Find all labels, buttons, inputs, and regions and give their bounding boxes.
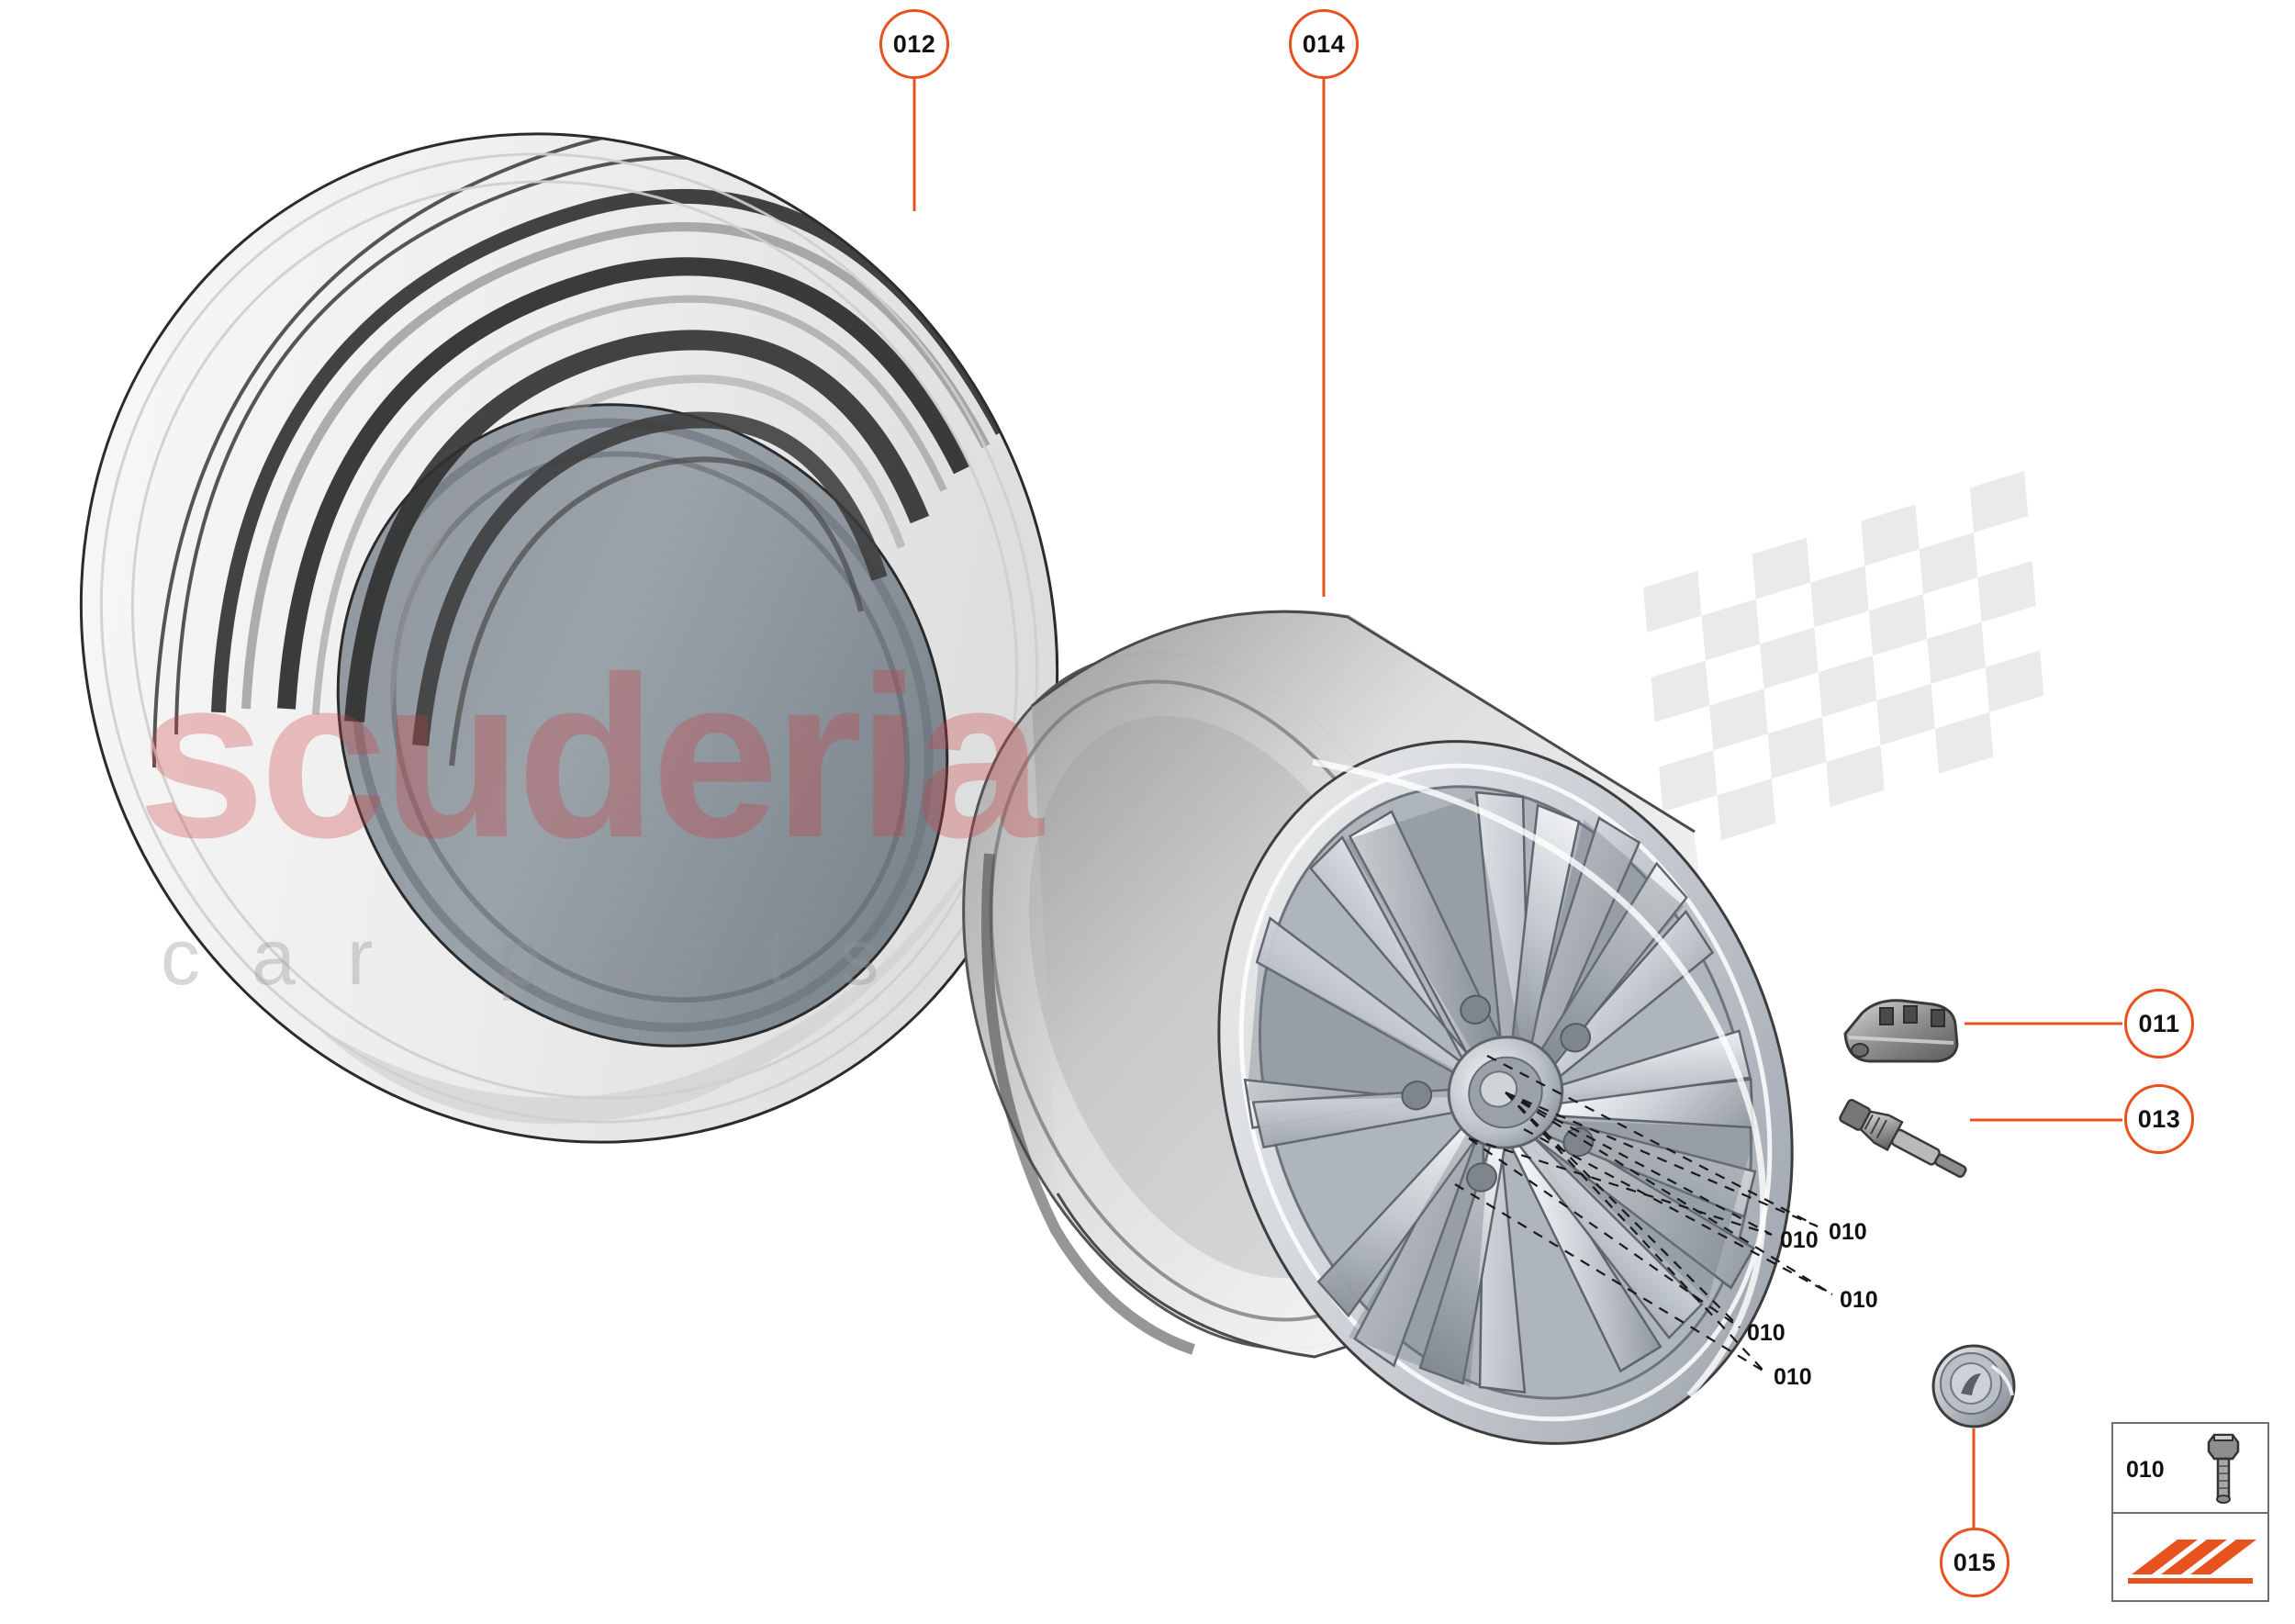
callout-014-label: 014 bbox=[1302, 29, 1346, 58]
checkered-flag-watermark bbox=[1643, 471, 2044, 841]
centre-cap-part-015 bbox=[1931, 1344, 2016, 1428]
bolt-label-010-c: 010 bbox=[1840, 1287, 1878, 1313]
bolt-label-010-e: 010 bbox=[1774, 1364, 1812, 1390]
tpms-sensor-part-011 bbox=[1843, 999, 1959, 1063]
tyre-valve-part-013 bbox=[1839, 1098, 1967, 1178]
legend-bottom-row bbox=[2113, 1514, 2267, 1600]
callout-012[interactable]: 012 bbox=[879, 9, 949, 79]
wheel-rim-part-014 bbox=[962, 610, 1794, 1445]
legend-top-row: 010 bbox=[2113, 1424, 2267, 1514]
callout-012-label: 012 bbox=[892, 29, 936, 58]
callout-011-label: 011 bbox=[2138, 1009, 2180, 1037]
callout-014[interactable]: 014 bbox=[1289, 9, 1359, 79]
wheel-bolt-icon bbox=[2207, 1433, 2240, 1504]
bolt-label-010-b: 010 bbox=[1829, 1219, 1867, 1245]
callout-015-label: 015 bbox=[1953, 1548, 1997, 1576]
legend-box: 010 bbox=[2111, 1422, 2269, 1602]
callout-011[interactable]: 011 bbox=[2124, 989, 2194, 1058]
callout-015[interactable]: 015 bbox=[1940, 1528, 2010, 1597]
callout-013[interactable]: 013 bbox=[2124, 1084, 2194, 1154]
bolt-label-010-a: 010 bbox=[1780, 1227, 1819, 1253]
callout-013-label: 013 bbox=[2137, 1104, 2181, 1133]
tyre-part-012 bbox=[79, 127, 1059, 1144]
legend-part-number: 010 bbox=[2126, 1457, 2165, 1483]
bolt-leader-lines bbox=[1454, 1055, 1833, 1372]
orange-arrows-icon bbox=[2128, 1540, 2256, 1584]
bolt-label-010-d: 010 bbox=[1747, 1320, 1786, 1346]
